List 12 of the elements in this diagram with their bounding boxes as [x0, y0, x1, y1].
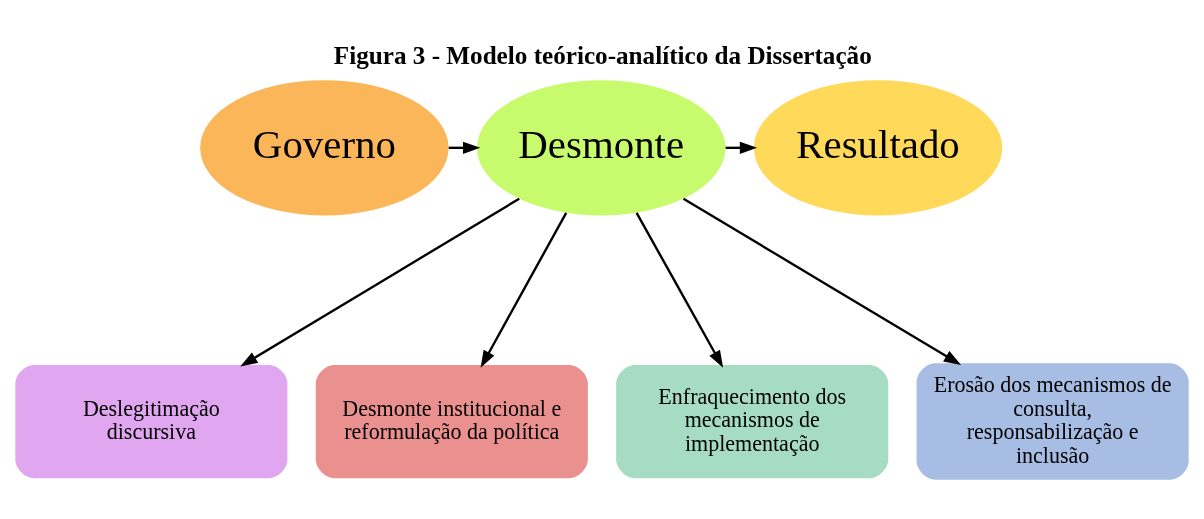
node-ellipse: Governo	[200, 80, 449, 216]
node-ellipse: Resultado	[753, 80, 1003, 216]
arrow	[635, 212, 724, 368]
node-ellipse: Desmonte	[476, 80, 726, 216]
node-box: Enfraquecimento dos mecanismos de implementação	[616, 364, 889, 479]
diagram-title: Figura 3 - Modelo teórico-analítico da Dissertação	[333, 42, 872, 70]
arrow	[480, 212, 568, 368]
arrow	[682, 197, 962, 366]
arrow	[240, 197, 520, 367]
node-box: Desmonte institucional e reformulação da política	[315, 364, 588, 479]
node-box: Erosão dos mecanismos de consulta, responsabilização e inclusão	[916, 363, 1189, 480]
node-box: Deslegitimação discursiva	[15, 364, 288, 479]
